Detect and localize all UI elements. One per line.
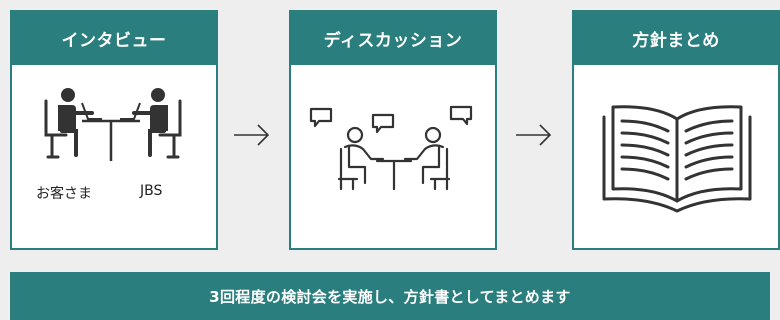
interview-icon [44,88,182,161]
arrow-right-icon [234,124,270,146]
open-book-icon [602,105,752,213]
arrow-right-icon [516,124,552,146]
client-label: お客さま [36,186,92,202]
step-discussion-card: ディスカッション [289,10,497,250]
discussion-icon [309,105,473,191]
jbs-label: JBS [140,183,163,199]
step-summary-card: 方針まとめ [572,10,780,250]
summary-banner: 3回程度の検討会を実施し、方針書としてまとめます [10,272,770,320]
step-interview-card: インタビュー [10,10,218,250]
step-discussion-body [291,65,495,248]
step-summary-body [574,65,778,248]
step-discussion-title: ディスカッション [291,12,495,65]
step-interview-body: お客さま JBS [12,65,216,248]
step-interview-title: インタビュー [12,12,216,65]
step-summary-title: 方針まとめ [574,12,778,65]
